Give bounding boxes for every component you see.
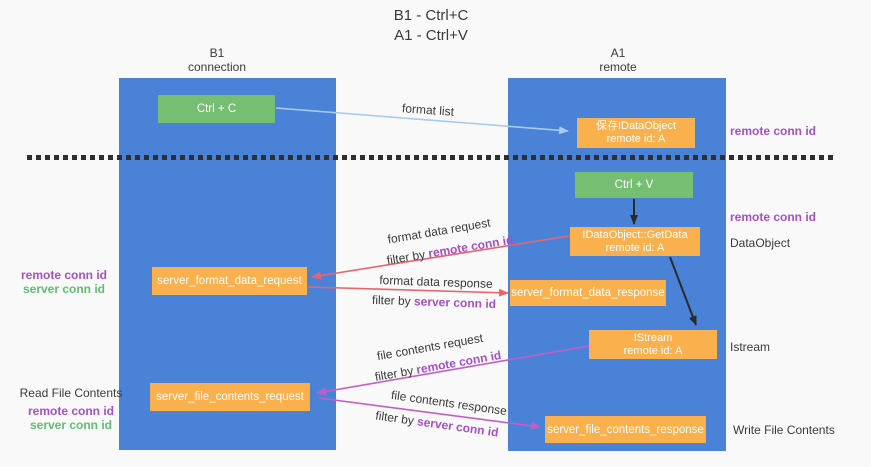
lane-b1-header: B1 connection (188, 46, 246, 74)
diagram-title: B1 - Ctrl+C A1 - Ctrl+V (394, 6, 469, 46)
title-line-2: A1 - Ctrl+V (394, 27, 468, 44)
node-ctrl-c-label: Ctrl + C (196, 103, 237, 115)
filter-server-conn-id: server conn id (413, 294, 497, 312)
lane-a1-name: A1 (610, 46, 626, 60)
annotation-write-file-contents: Write File Contents (733, 423, 835, 437)
node-server-file-contents-request: server_file_contents_request (150, 383, 310, 411)
annotation-istream: Istream (730, 340, 771, 354)
annotation-remote-conn-id-bottom-left: remote conn id (27, 404, 115, 418)
node-ctrl-v-label: Ctrl + V (614, 179, 654, 191)
lane-b1-name: B1 (209, 46, 225, 60)
node-server-format-data-response-label: server_format_data_response (511, 287, 665, 299)
arrow-format-data-request (311, 235, 570, 280)
arrow-format-data-response (307, 286, 509, 297)
annotation-server-conn-id-left: server conn id (22, 282, 106, 296)
lane-a1-role: remote (599, 60, 637, 74)
node-save-idataobject: 保存IDataObject remote id: A (577, 118, 695, 148)
node-save-idataobject-line2: remote id: A (606, 133, 666, 145)
arrow-format-list (275, 107, 569, 135)
annotation-left-conn-ids-top: remote conn id server conn id (21, 268, 107, 296)
phase-divider-dashed-line (27, 155, 833, 160)
annotation-remote-conn-id-left: remote conn id (20, 268, 108, 282)
annotation-server-conn-id-bottom-left: server conn id (29, 418, 113, 432)
annotation-read-file-contents: Read File Contents (19, 386, 123, 400)
annotation-remote-conn-id-mid: remote conn id (730, 210, 817, 224)
node-save-idataobject-line1: 保存IDataObject (595, 120, 677, 132)
node-server-format-data-request: server_format_data_request (152, 267, 307, 295)
node-server-format-data-response: server_format_data_response (510, 280, 666, 306)
node-ctrl-v: Ctrl + V (575, 172, 693, 198)
lane-a1-header: A1 remote (599, 46, 636, 74)
title-line-1: B1 - Ctrl+C (393, 7, 469, 24)
lane-b1-role: connection (187, 60, 247, 74)
arrow-file-contents-request (316, 345, 590, 396)
node-getdata-line1: IDataObject::GetData (582, 228, 688, 241)
filter-by-text: filter by (371, 292, 411, 309)
node-istream: IStream remote id: A (589, 330, 717, 359)
annotation-remote-conn-id-top: remote conn id (730, 124, 817, 138)
node-server-file-contents-response-label: server_file_contents_response (547, 423, 704, 436)
node-server-file-contents-request-label: server_file_contents_request (156, 391, 304, 403)
node-istream-line2: remote id: A (623, 344, 683, 357)
node-server-file-contents-response: server_file_contents_response (545, 416, 706, 443)
node-idataobject-getdata: IDataObject::GetData remote id: A (570, 227, 700, 256)
arrow-file-contents-response (318, 397, 541, 430)
node-server-format-data-request-label: server_format_data_request (157, 275, 302, 287)
annotation-dataobject: DataObject (730, 236, 791, 250)
annotation-left-read-group: Read File Contents remote conn id server… (20, 386, 123, 432)
node-ctrl-c: Ctrl + C (158, 95, 275, 123)
arrow-getdata-to-istream (669, 256, 697, 326)
node-istream-line1: IStream (633, 331, 673, 344)
node-getdata-line2: remote id: A (605, 241, 665, 254)
